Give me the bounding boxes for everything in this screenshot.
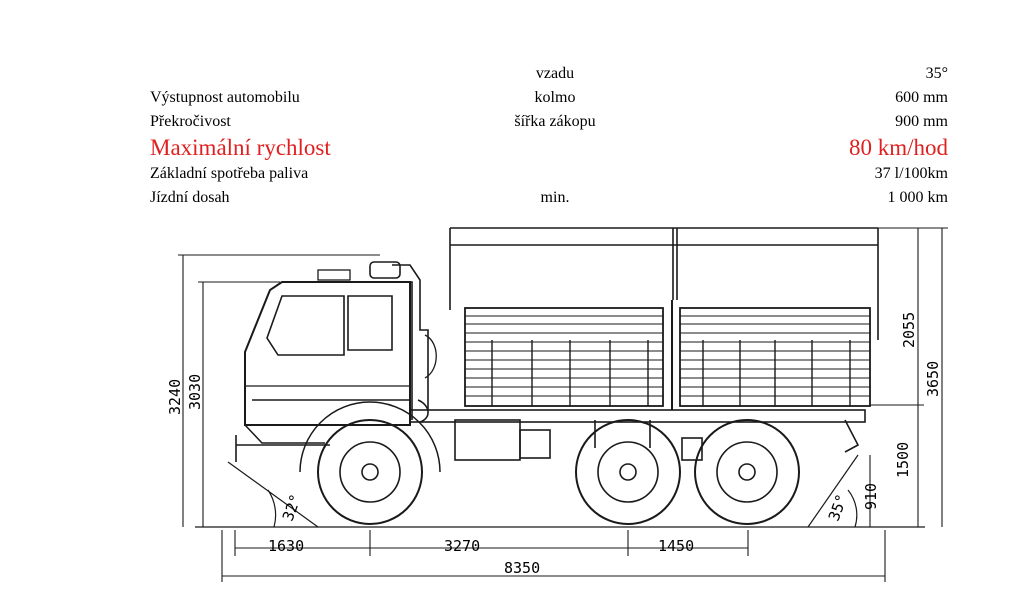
spec-row: Jízdní dosah min. 1 000 km	[150, 186, 948, 210]
spec-value: 600 mm	[895, 89, 948, 106]
rear-wheel-2	[694, 419, 800, 525]
spec-value: 1 000 km	[887, 189, 948, 206]
spec-rows: vzadu 35° Výstupnost automobilu kolmo 600 mm…	[150, 62, 948, 210]
spec-condition: min.	[540, 189, 570, 206]
dim-total-height: 3650	[924, 361, 942, 397]
spec-condition: šířka zákopu	[514, 113, 596, 130]
spec-condition: vzadu	[535, 65, 575, 82]
dim-rear-low-height: 910	[862, 483, 880, 510]
spec-value: 900 mm	[895, 113, 948, 130]
spec-condition: kolmo	[534, 89, 576, 106]
dimension-lines	[178, 227, 948, 582]
dim-cab-height-inner: 3030	[186, 374, 204, 410]
dim-front-overhang: 1630	[268, 537, 304, 555]
spec-value: 80 km/hod	[848, 135, 948, 160]
departure-angle-lines	[807, 454, 859, 528]
dim-total-length: 8350	[504, 559, 540, 577]
spec-value: 35°	[925, 65, 948, 82]
spec-label: Výstupnost automobilu	[150, 89, 300, 106]
spec-row: Překročivost šířka zákopu 900 mm	[150, 110, 948, 134]
cargo-bed	[464, 300, 871, 410]
exhaust-stack	[369, 261, 437, 423]
spec-table: vzadu 35° Výstupnost automobilu kolmo 600 mm…	[150, 62, 948, 210]
spec-row: Základní spotřeba paliva 37 l/100km	[150, 162, 948, 186]
rear-wheel-1	[575, 419, 681, 525]
dim-cab-height-outer: 3240	[166, 379, 184, 415]
cab	[235, 269, 411, 462]
approach-angle-lines	[227, 461, 319, 528]
dim-approach-angle: 32°	[279, 492, 305, 524]
spec-row: Maximální rychlost 80 km/hod	[150, 134, 948, 162]
spec-row: Výstupnost automobilu kolmo 600 mm	[150, 86, 948, 110]
dim-bed-floor-height: 1500	[894, 442, 912, 478]
tarpaulin-frame	[449, 227, 879, 340]
front-wheel	[299, 401, 441, 525]
spec-label: Základní spotřeba paliva	[150, 165, 309, 182]
spec-value: 37 l/100km	[874, 165, 948, 182]
spec-label: Jízdní dosah	[150, 189, 230, 206]
spec-row: vzadu 35°	[150, 62, 948, 86]
dim-tarp-height: 2055	[900, 312, 918, 348]
dim-wheelbase-front: 3270	[444, 537, 480, 555]
dim-wheelbase-rear: 1450	[658, 537, 694, 555]
spec-label: Překročivost	[150, 113, 231, 130]
spec-label: Maximální rychlost	[150, 135, 331, 160]
chassis-frame	[409, 409, 866, 461]
